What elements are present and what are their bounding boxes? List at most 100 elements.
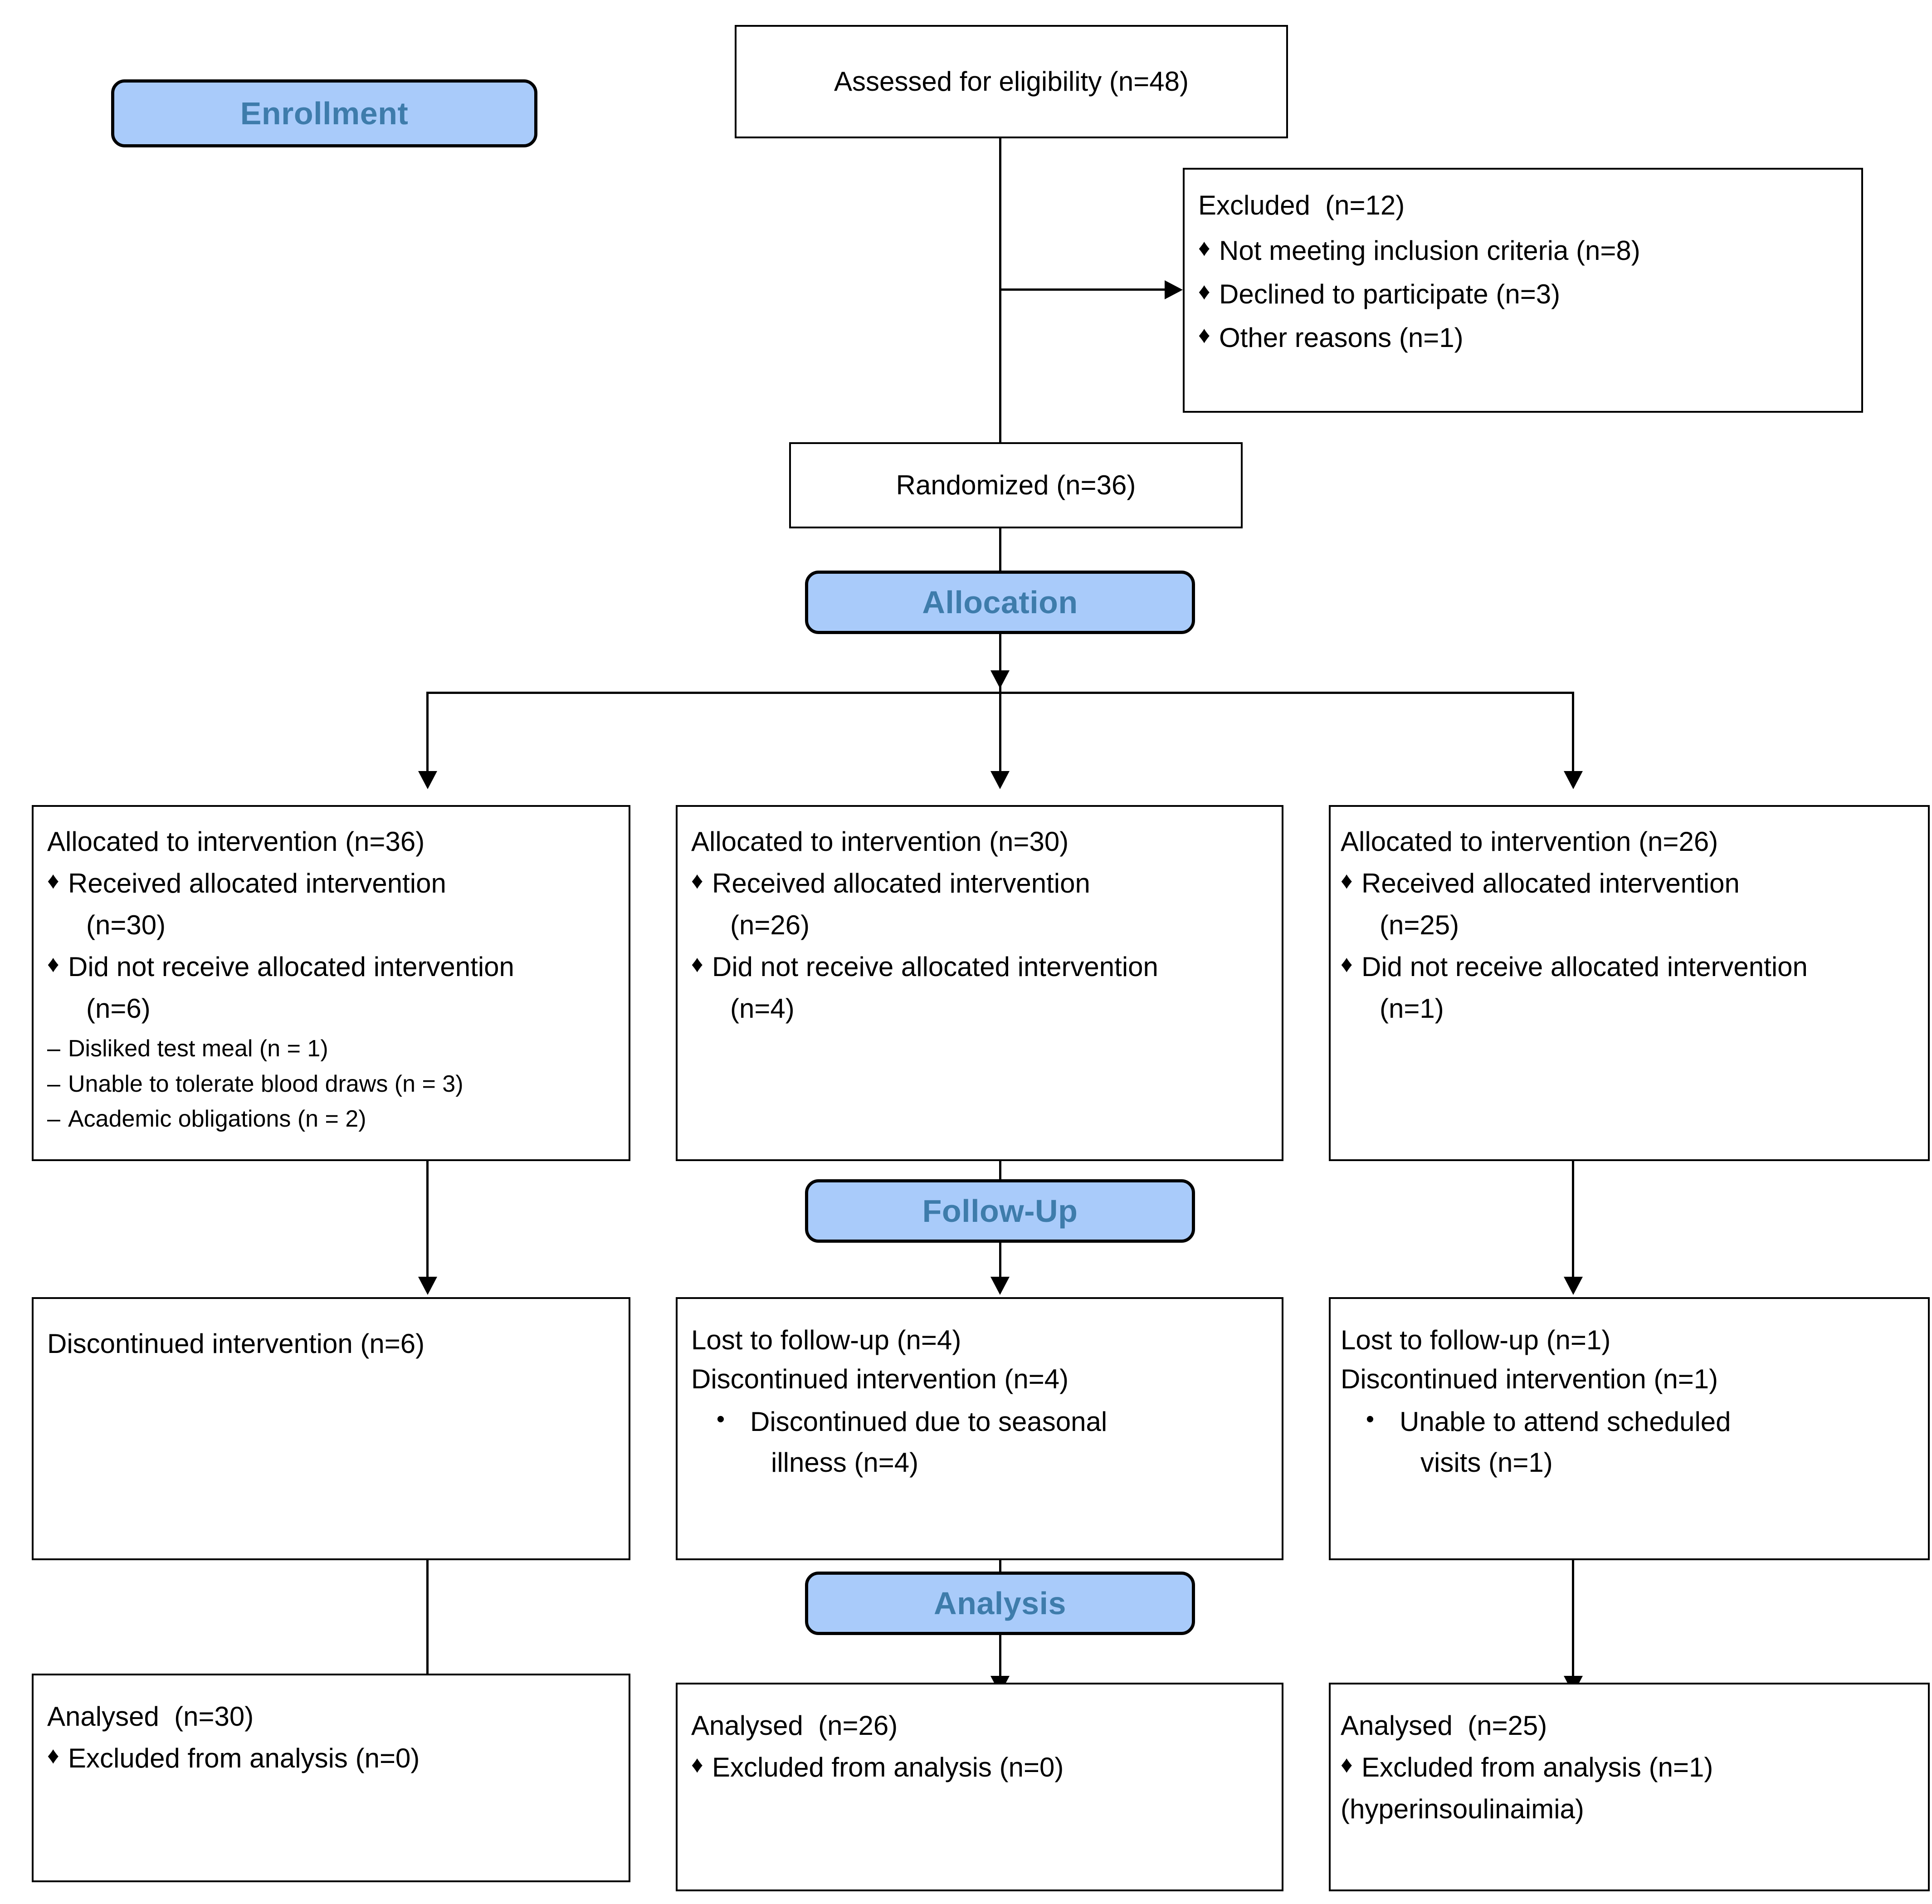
allocation-box-3-received-label: Received allocated intervention [1361, 868, 1740, 898]
allocation-box-1-title: Allocated to intervention (n=36) [47, 826, 425, 857]
followup-box-2-detail-line-1: Discontinued due to seasonal [750, 1406, 1107, 1437]
allocation-box-3-received-n: (n=25) [1380, 910, 1459, 940]
allocation-box-2-received-n: (n=26) [730, 910, 810, 940]
allocation-box-2-title: Allocated to intervention (n=30) [691, 826, 1069, 857]
diamond-bullet-icon: ♦ [1341, 868, 1353, 894]
allocation-box-2-not-received-label: Did not receive allocated intervention [712, 952, 1158, 982]
connector-alloc1-to-followup1 [426, 1161, 429, 1288]
excluded-box: Excluded (n=12) ♦ Not meeting inclusion … [1183, 168, 1863, 413]
allocation-box-3-not-received: ♦ Did not receive allocated intervention [1341, 949, 1914, 985]
connector-assessed-to-excluded [999, 288, 1167, 291]
stage-pill-allocation-label: Allocation [922, 585, 1078, 620]
followup-box-2: Lost to follow-up (n=4) Discontinued int… [676, 1297, 1283, 1560]
stage-pill-analysis-label: Analysis [934, 1586, 1066, 1621]
analysis-box-2-excluded: ♦ Excluded from analysis (n=0) [691, 1750, 1268, 1785]
allocation-box-1-reason-2-text: Unable to tolerate blood draws (n = 3) [68, 1070, 463, 1097]
followup-box-2-lost: Lost to follow-up (n=4) [691, 1325, 961, 1355]
diamond-bullet-icon: ♦ [1198, 235, 1210, 261]
dot-bullet-icon: • [1366, 1406, 1375, 1432]
diamond-bullet-icon: ♦ [47, 868, 59, 894]
followup-box-3-detail: • Unable to attend scheduled [1341, 1404, 1914, 1440]
dot-bullet-icon: • [716, 1406, 725, 1432]
allocation-box-1-reason-2: – Unable to tolerate blood draws (n = 3) [47, 1069, 615, 1100]
allocation-box-1-not-received-label: Did not receive allocated intervention [68, 952, 514, 982]
excluded-reason-1-text: Not meeting inclusion criteria (n=8) [1219, 235, 1640, 266]
allocation-box-3-title: Allocated to intervention (n=26) [1341, 826, 1718, 857]
connector-followup1-to-analysis1 [426, 1560, 429, 1692]
followup-box-3-detail-line-2: visits (n=1) [1420, 1447, 1553, 1478]
dash-bullet-icon: – [47, 1070, 60, 1097]
stage-pill-followup: Follow-Up [805, 1179, 1195, 1243]
analysis-box-1-analysed: Analysed (n=30) [47, 1701, 254, 1732]
allocation-box-3: Allocated to intervention (n=26) ♦ Recei… [1329, 805, 1930, 1161]
analysis-box-2: Analysed (n=26) ♦ Excluded from analysis… [676, 1683, 1283, 1891]
allocation-box-3-received: ♦ Received allocated intervention [1341, 866, 1914, 901]
connector-randomized-to-allocation [999, 528, 1001, 574]
arrow-to-allocation-box-1 [418, 771, 437, 789]
allocation-box-2: Allocated to intervention (n=30) ♦ Recei… [676, 805, 1283, 1161]
allocation-box-2-not-received: ♦ Did not receive allocated intervention [691, 949, 1268, 985]
dash-bullet-icon: – [47, 1106, 60, 1133]
connector-followup3-to-analysis3 [1572, 1560, 1574, 1692]
allocation-box-2-received-label: Received allocated intervention [712, 868, 1090, 898]
followup-box-3: Lost to follow-up (n=1) Discontinued int… [1329, 1297, 1930, 1560]
assessed-for-eligibility-box: Assessed for eligibility (n=48) [735, 25, 1288, 138]
connector-alloc3-to-followup3 [1572, 1161, 1574, 1288]
allocation-box-3-not-received-n: (n=1) [1380, 993, 1444, 1024]
analysis-box-3-excluded: ♦ Excluded from analysis (n=1) [1341, 1750, 1914, 1785]
analysis-box-3-note: (hyperinsoulinaimia) [1341, 1794, 1584, 1824]
arrow-allocation-split [990, 670, 1010, 688]
followup-box-2-detail-line-2: illness (n=4) [771, 1447, 919, 1478]
followup-box-3-discontinued: Discontinued intervention (n=1) [1341, 1364, 1718, 1394]
allocation-box-1: Allocated to intervention (n=36) ♦ Recei… [32, 805, 630, 1161]
dash-bullet-icon: – [47, 1035, 60, 1062]
followup-box-1: Discontinued intervention (n=6) [32, 1297, 630, 1560]
excluded-reason-3-text: Other reasons (n=1) [1219, 322, 1464, 353]
diamond-bullet-icon: ♦ [1341, 1752, 1353, 1778]
excluded-reason-2: ♦ Declined to participate (n=3) [1198, 277, 1848, 312]
followup-box-1-discontinued: Discontinued intervention (n=6) [47, 1328, 425, 1359]
followup-box-3-lost: Lost to follow-up (n=1) [1341, 1325, 1611, 1355]
diamond-bullet-icon: ♦ [1198, 322, 1210, 348]
allocation-box-3-not-received-label: Did not receive allocated intervention [1361, 952, 1808, 982]
diamond-bullet-icon: ♦ [47, 951, 59, 977]
diamond-bullet-icon: ♦ [1341, 951, 1353, 977]
diamond-bullet-icon: ♦ [1198, 278, 1210, 305]
analysis-box-3: Analysed (n=25) ♦ Excluded from analysis… [1329, 1683, 1930, 1891]
assessed-for-eligibility-text: Assessed for eligibility (n=48) [834, 66, 1189, 97]
excluded-reason-2-text: Declined to participate (n=3) [1219, 279, 1561, 309]
analysis-box-3-analysed: Analysed (n=25) [1341, 1710, 1547, 1741]
diamond-bullet-icon: ♦ [691, 951, 703, 977]
analysis-box-1-excluded-text: Excluded from analysis (n=0) [68, 1743, 420, 1773]
diamond-bullet-icon: ♦ [47, 1743, 59, 1769]
analysis-box-1-excluded: ♦ Excluded from analysis (n=0) [47, 1741, 615, 1776]
followup-box-2-detail: • Discontinued due to seasonal [691, 1404, 1268, 1440]
allocation-box-2-not-received-n: (n=4) [730, 993, 795, 1024]
arrow-to-followup-box-3 [1564, 1277, 1583, 1295]
randomized-text: Randomized (n=36) [896, 470, 1136, 500]
connector-allocation-to-split [999, 634, 1001, 693]
allocation-box-1-received-n: (n=30) [86, 910, 166, 940]
connector-split-to-col3 [1572, 692, 1574, 785]
analysis-box-2-analysed: Analysed (n=26) [691, 1710, 898, 1741]
stage-pill-enrollment-label: Enrollment [240, 96, 409, 131]
allocation-box-1-received-label: Received allocated intervention [68, 868, 446, 898]
stage-pill-enrollment: Enrollment [111, 79, 537, 147]
arrow-to-allocation-box-2 [990, 771, 1010, 789]
allocation-box-1-reason-1-text: Disliked test meal (n = 1) [68, 1035, 328, 1062]
arrow-to-followup-box-1 [418, 1277, 437, 1295]
stage-pill-allocation: Allocation [805, 571, 1195, 634]
connector-split-to-col2 [999, 692, 1001, 785]
diamond-bullet-icon: ♦ [691, 1752, 703, 1778]
allocation-box-1-not-received: ♦ Did not receive allocated intervention [47, 949, 615, 985]
excluded-reason-3: ♦ Other reasons (n=1) [1198, 320, 1848, 356]
randomized-box: Randomized (n=36) [789, 442, 1243, 528]
connector-split-to-col1 [426, 692, 429, 785]
arrow-to-allocation-box-3 [1564, 771, 1583, 789]
arrow-to-excluded [1165, 280, 1183, 299]
analysis-box-1: Analysed (n=30) ♦ Excluded from analysis… [32, 1674, 630, 1882]
diamond-bullet-icon: ♦ [691, 868, 703, 894]
analysis-box-2-excluded-text: Excluded from analysis (n=0) [712, 1752, 1064, 1782]
stage-pill-analysis: Analysis [805, 1572, 1195, 1635]
